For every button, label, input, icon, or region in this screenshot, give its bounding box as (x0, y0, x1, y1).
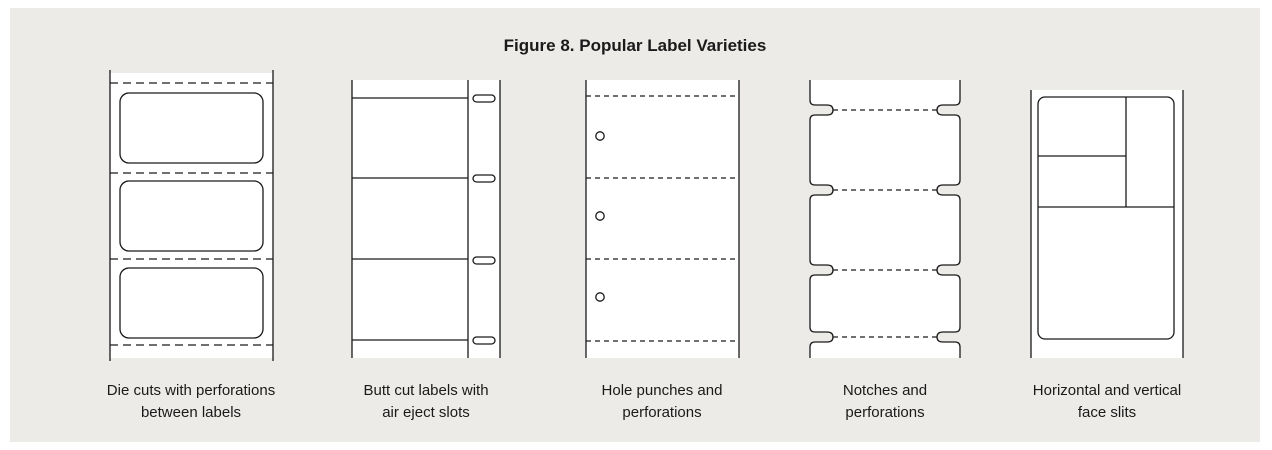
caption-hole-punches: Hole punches and perforations (601, 382, 723, 421)
hole-punch-labels-illustration (585, 80, 740, 358)
hole-punch (595, 211, 605, 221)
air-eject-slot (472, 94, 496, 103)
butt-cut-labels-illustration (351, 80, 501, 358)
caption-die-cuts: Die cuts with perforations between label… (106, 382, 276, 421)
air-eject-slot (472, 174, 496, 183)
caption-butt-cut: Butt cut labels with air eject slots (363, 382, 489, 421)
caption-face-slits: Horizontal and vertical face slits (1032, 382, 1182, 421)
figure-title: Figure 8. Popular Label Varieties (503, 36, 767, 55)
air-eject-slot (472, 336, 496, 345)
notched-labels-illustration (809, 80, 961, 358)
label-varieties-diagram (109, 70, 1184, 361)
die-cut-labels-illustration (109, 70, 274, 361)
face-slit-labels-illustration (1030, 90, 1184, 358)
caption-notches: Notches and perforations (842, 382, 928, 421)
figure-panel: Figure 8. Popular Label Varieties (10, 8, 1260, 442)
air-eject-slot (472, 256, 496, 265)
hole-punch (595, 292, 605, 302)
hole-punch (595, 131, 605, 141)
